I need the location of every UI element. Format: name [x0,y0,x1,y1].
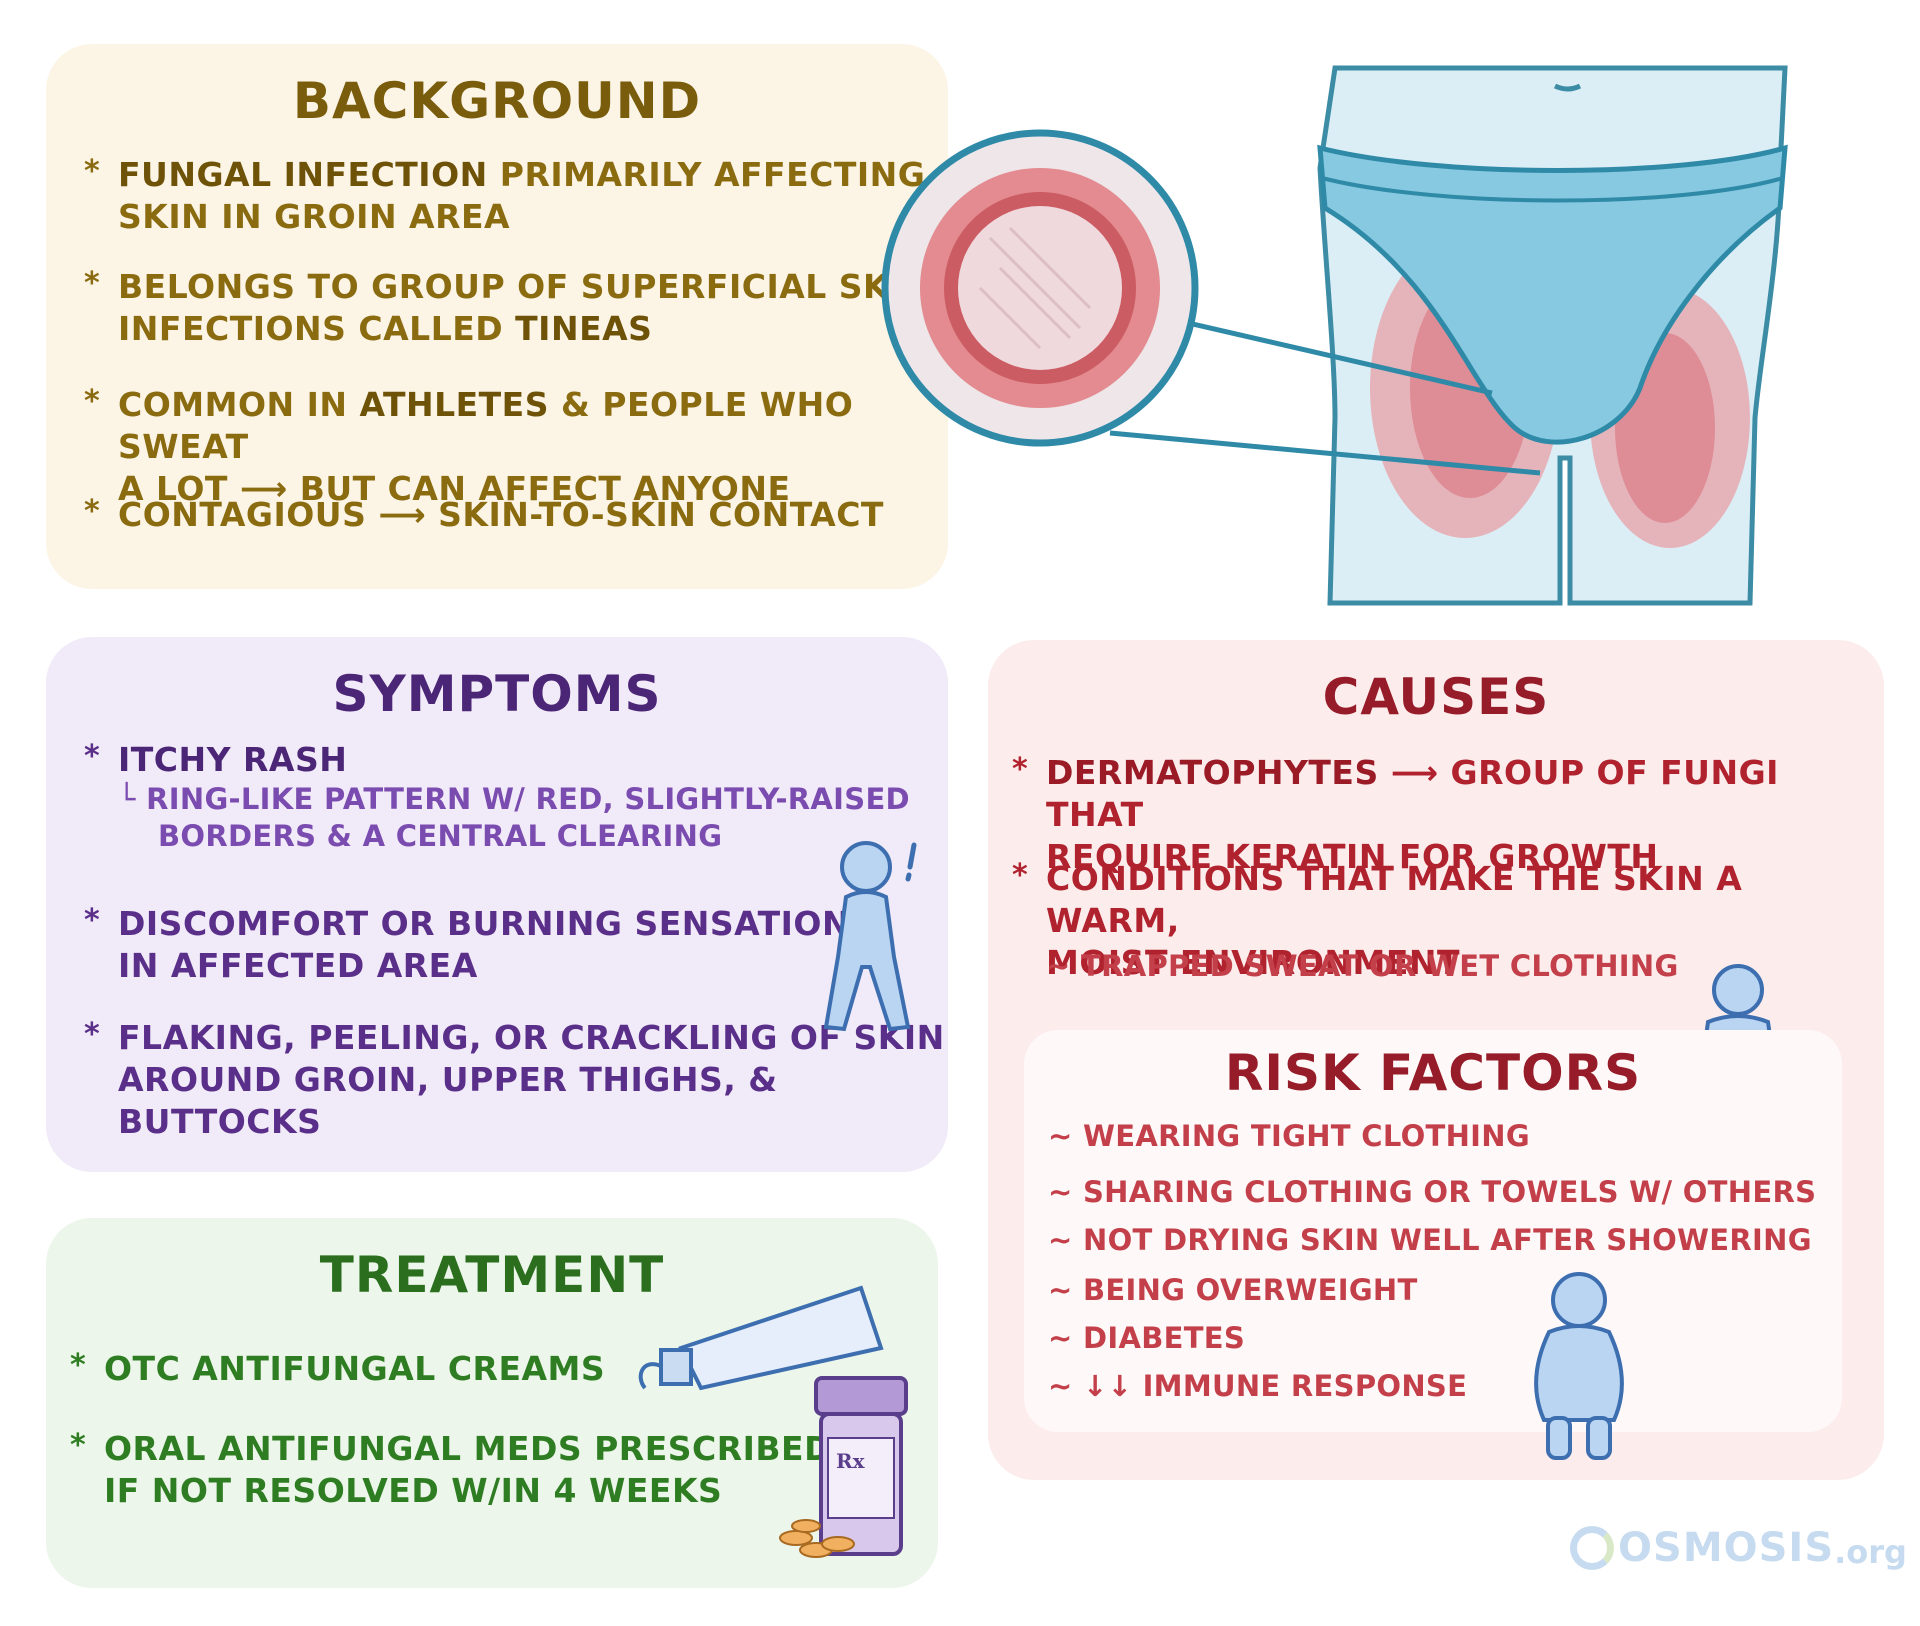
bullet-icon: * [1012,858,1028,893]
symptoms-subnote-2: BORDERS & a CENTRAL CLEARING [158,819,723,853]
cream-tube-icon [638,1285,884,1391]
symptoms-title: SYMPTOMS [332,665,662,723]
symptoms-panel: SYMPTOMS * ITCHY RASH └ RING-LIKE PATTER… [46,637,948,1172]
bullet-icon: * [84,1017,100,1052]
background-bullet-3: * COMMON in ATHLETES & PEOPLE WHO SWEAT … [84,384,854,508]
treatment-title: TREATMENT [319,1246,665,1304]
background-panel: BACKGROUND * FUNGAL INFECTION PRIMARILY … [46,44,948,589]
background-bullet-1: * FUNGAL INFECTION PRIMARILY AFFECTING S… [84,154,926,236]
groin-rash-illustration [881,65,1788,606]
treatment-bullet-1: * OTC ANTIFUNGAL CREAMS [70,1348,606,1388]
symptoms-subnote-1: └ RING-LIKE PATTERN w/ RED, SLIGHTLY-RAI… [118,782,910,816]
bullet-icon: * [84,384,100,419]
causes-bullet-2: * CONDITIONS that MAKE the SKIN a WARM, … [1012,858,1743,982]
bullet-icon: * [84,266,100,301]
causes-subnote: ~ TRAPPED SWEAT or WET CLOTHING [1046,949,1679,983]
osmosis-logo[interactable]: OSMOSIS .org [1570,1518,1907,1578]
background-bullet-2: * BELONGS to GROUP of SUPERFICIAL SKIN I… [84,266,931,348]
symptoms-bullet-2: * DISCOMFORT or BURNING SENSATION in AFF… [84,903,851,985]
bullet-icon: * [84,494,100,529]
treatment-panel: TREATMENT * OTC ANTIFUNGAL CREAMS * ORAL… [46,1218,938,1588]
background-bullet-4: * CONTAGIOUS ⟶ SKIN-to-SKIN CONTACT [84,494,884,534]
bullet-icon: * [84,154,100,189]
causes-bullet-1: * DERMATOPHYTES ⟶ GROUP of FUNGI that RE… [1012,752,1779,876]
background-title: BACKGROUND [292,72,702,130]
risk-item: ~ ↓↓ IMMUNE RESPONSE [1048,1369,1468,1403]
risk-factors-title: RISK FACTORS [1224,1044,1642,1102]
itchy-person-icon [823,841,917,1032]
logo-name: OSMOSIS [1618,1525,1835,1571]
symptoms-bullet-3: * FLAKING, PEELING, or CRACKLING of SKIN… [84,1017,945,1141]
causes-panel: CAUSES * DERMATOPHYTES ⟶ GROUP of FUNGI … [988,640,1884,1480]
treatment-bullet-2: * ORAL ANTIFUNGAL MEDS PRESCRIBED if NOT… [70,1428,832,1510]
risk-item: ~ WEARING TIGHT CLOTHING [1048,1119,1530,1153]
risk-item: ~ BEING OVERWEIGHT [1048,1273,1418,1307]
causes-title: CAUSES [1322,668,1550,726]
bullet-icon: * [84,903,100,938]
risk-item: ~ DIABETES [1048,1321,1246,1355]
pill-bottle-icon: Rx [779,1376,908,1558]
overweight-person-icon [1534,1272,1624,1460]
logo-suffix: .org [1834,1533,1907,1571]
bullet-icon: * [1012,752,1028,787]
logo-ring-icon [1570,1526,1614,1570]
risk-item: ~ NOT DRYING SKIN WELL AFTER SHOWERING [1048,1223,1812,1257]
risk-factors-panel: RISK FACTORS ~ WEARING TIGHT CLOTHING ~ … [1024,1030,1842,1460]
bullet-icon: * [70,1348,86,1383]
rx-label: Rx [836,1449,866,1473]
bullet-icon: * [70,1428,86,1463]
risk-item: ~ SHARING CLOTHING or TOWELS w/ OTHERS [1048,1175,1817,1209]
bullet-icon: * [84,739,100,774]
symptoms-bullet-1: * ITCHY RASH [84,739,348,779]
